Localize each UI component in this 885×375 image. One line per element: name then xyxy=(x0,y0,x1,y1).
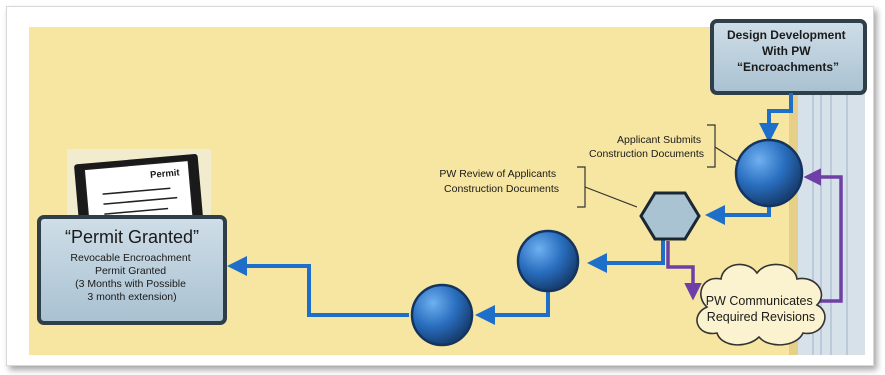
cloud-line-2: Required Revisions xyxy=(707,310,815,324)
pw-review-line-2: Construction Documents xyxy=(444,183,559,195)
pw-review-line-1: PW Review of Applicants xyxy=(439,168,556,180)
permit-granted-title: “Permit Granted” xyxy=(65,227,199,247)
applicant-submits-line-2: Construction Documents xyxy=(589,148,704,160)
revisions-cloud: PW Communicates Required Revisions xyxy=(696,263,826,346)
process-node-submit xyxy=(734,138,804,208)
svg-text:Revocable Encroachment P: Revocable Encroachment Permit Granted (3… xyxy=(70,252,193,303)
connector-review-to-node2 xyxy=(587,239,665,273)
design-development-line-2: With PW xyxy=(762,44,811,58)
diagram-frame: Design Development With PW “Encroachment… xyxy=(6,6,874,366)
review-hexagon xyxy=(639,191,701,241)
pw-review-label: PW Review of Applicants Construction Doc… xyxy=(439,168,559,195)
svg-text:Design Development With: Design Development With PW “Encroachment… xyxy=(727,28,849,74)
design-development-line-1: Design Development xyxy=(727,28,846,42)
design-development-box: Design Development With PW “Encroachment… xyxy=(710,19,867,95)
process-node-revisions-accepted xyxy=(516,229,580,293)
cloud-line-1: PW Communicates xyxy=(706,294,813,308)
connector-cloud-to-node1 xyxy=(803,168,843,303)
permit-granted-line-4: 3 month extension) xyxy=(87,291,176,303)
permit-granted-line-2: Permit Granted xyxy=(95,265,166,277)
svg-text:PW Communicates Required: PW Communicates Required Revisions xyxy=(706,294,816,324)
permit-granted-box: “Permit Granted” Revocable Encroachment … xyxy=(37,215,227,325)
connector-design-to-node1 xyxy=(759,93,793,143)
permit-granted-line-3: (3 Months with Possible xyxy=(75,278,186,290)
design-development-line-3: “Encroachments” xyxy=(737,60,839,74)
connector-review-to-cloud xyxy=(666,241,702,301)
applicant-submits-leader xyxy=(714,146,738,162)
connector-node2-to-node3 xyxy=(475,285,550,325)
pw-review-leader xyxy=(584,186,638,208)
process-diagram: Design Development With PW “Encroachment… xyxy=(29,19,867,355)
process-node-permit-issued xyxy=(410,283,474,347)
connector-node3-to-permit xyxy=(227,256,409,317)
applicant-submits-bracket xyxy=(707,124,716,168)
permit-granted-line-1: Revocable Encroachment xyxy=(70,252,190,264)
applicant-submits-line-1: Applicant Submits xyxy=(617,134,701,146)
applicant-submits-label: Applicant Submits Construction Documents xyxy=(589,134,704,160)
permit-card-heading: Permit xyxy=(150,167,181,181)
